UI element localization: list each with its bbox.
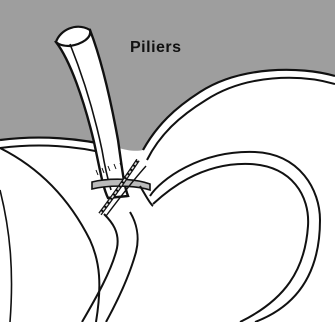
left-edge	[0, 190, 12, 322]
loop-outer	[150, 152, 320, 322]
piliers-label: Piliers	[130, 40, 182, 56]
left-contour	[0, 148, 99, 322]
inner-wall-line-left	[0, 146, 108, 154]
loop-inner	[153, 164, 308, 322]
lower-tube-left	[82, 214, 118, 322]
shaded-region	[0, 0, 335, 151]
